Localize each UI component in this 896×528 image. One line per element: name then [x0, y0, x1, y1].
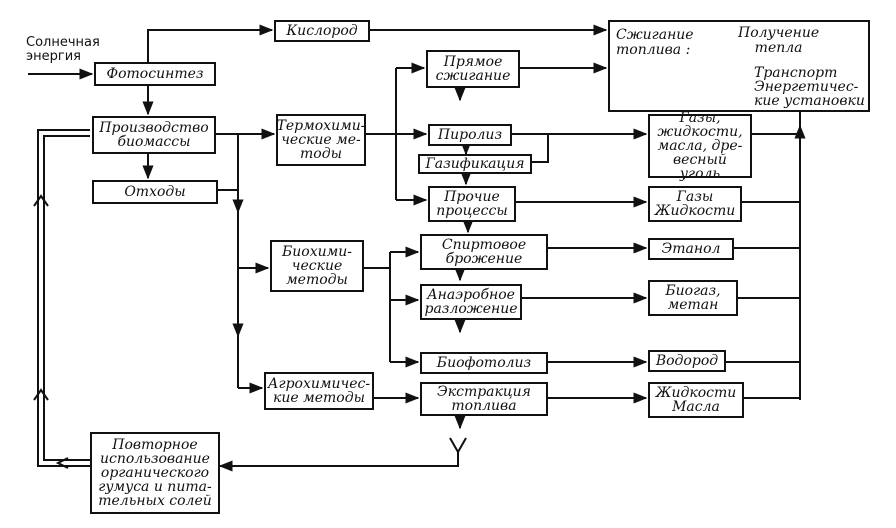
- biomass-production-box: Производство биомассы: [92, 116, 216, 154]
- connector-recycling-return-outer: [37, 129, 92, 467]
- biochemical-box: Биохими- ческие методы: [270, 240, 364, 292]
- oxygen-box: Кислород: [274, 20, 370, 42]
- return-left-chevron-icon: [55, 457, 69, 469]
- alcohol-fermentation-box: Спиртовое брожение: [420, 234, 548, 270]
- return-up-chevron-icon: [33, 388, 49, 401]
- agrochemical-box: Агрохимичес- кие методы: [264, 372, 374, 410]
- gasification-box: Газификация: [418, 154, 532, 174]
- pyrolysis-box: Пиролиз: [428, 124, 512, 146]
- other-processes-box: Прочие процессы: [428, 186, 516, 222]
- gases-liquids-box: Газы Жидкости: [648, 186, 742, 222]
- connector-residue-recycling: [218, 460, 459, 472]
- return-up-chevron-icon: [33, 194, 49, 207]
- liquids-oils-box: Жидкости Масла: [648, 382, 744, 418]
- waste-box: Отходы: [92, 180, 218, 204]
- anaerobic-digestion-box: Анаэробное разложение: [420, 284, 522, 320]
- solar-energy-label: Солнечная энергия: [26, 35, 100, 64]
- fuel-combustion-label: Сжигание топлива :: [616, 27, 694, 58]
- photosynthesis-box: Фотосинтез: [94, 62, 216, 86]
- recycling-box: Повторное использование органического гу…: [90, 432, 220, 514]
- connector-recycling-return-inner: [43, 135, 92, 461]
- fuel-combustion-panel: Сжигание топлива : Получение тепла Транс…: [608, 20, 870, 112]
- connector-gasification-loop: [532, 134, 549, 163]
- connector-photosynthesis-oxygen: [147, 24, 274, 64]
- fuel-extraction-box: Экстракция топлива: [420, 382, 548, 416]
- heat-production-label: Получение тепла: [738, 25, 820, 56]
- ethanol-box: Этанол: [648, 238, 734, 260]
- direct-combustion-box: Прямое сжигание: [426, 50, 520, 88]
- hydrogen-box: Водород: [648, 350, 726, 372]
- residue-fork-icon: [449, 437, 467, 462]
- gases-liquids-oils-charcoal-box: Газы, жидкости, масла, дре- весный уголь: [648, 111, 752, 181]
- biophotolysis-box: Биофотолиз: [420, 352, 548, 374]
- biogas-methane-box: Биогаз, метан: [648, 280, 738, 316]
- thermochemical-box: Термохими- ческие ме- тоды: [276, 114, 366, 166]
- transport-label: Транспорт Энергетичес- кие установки: [754, 65, 865, 109]
